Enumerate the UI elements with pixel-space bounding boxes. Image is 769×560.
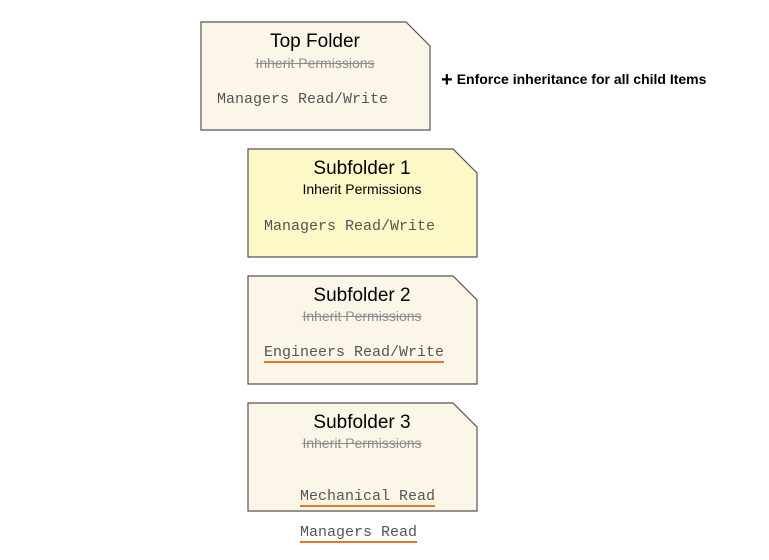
permission-list: Mechanical Read Managers Read [264, 471, 436, 560]
plus-icon: + [441, 69, 453, 91]
subfolder-2-card: Subfolder 2 Inherit Permissions Engineer… [247, 275, 478, 385]
folder-shape-icon [200, 21, 431, 131]
folder-shape-icon [247, 275, 478, 385]
inherit-permissions-disabled: Inherit Permissions [255, 55, 375, 71]
folder-shape-icon [247, 148, 478, 258]
folder-shape-icon [247, 402, 478, 512]
folder-title: Subfolder 2 [313, 285, 411, 306]
enforce-inheritance-note: +Enforce inheritance for all child Items [441, 69, 706, 92]
permission-entry: Mechanical Read [300, 488, 436, 507]
inherit-permissions-enabled: Inherit Permissions [302, 181, 422, 197]
note-text: Enforce inheritance for all child Items [456, 71, 707, 87]
permission-entry: Managers Read/Write [264, 218, 436, 235]
folder-title: Top Folder [270, 31, 360, 52]
subfolder-3-card: Subfolder 3 Inherit Permissions Mechanic… [247, 402, 478, 543]
inherit-permissions-disabled: Inherit Permissions [302, 308, 422, 324]
subfolder-1-card: Subfolder 1 Inherit Permissions Managers… [247, 148, 478, 258]
permission-entry: Managers Read/Write [217, 91, 389, 108]
folder-title: Subfolder 3 [313, 412, 411, 433]
inherit-permissions-disabled: Inherit Permissions [302, 435, 422, 451]
folder-title: Subfolder 1 [313, 158, 411, 179]
top-folder-card: Top Folder Inherit Permissions Managers … [200, 21, 431, 131]
permission-entry: Engineers Read/Write [264, 344, 445, 363]
permission-entry: Managers Read [300, 524, 418, 543]
